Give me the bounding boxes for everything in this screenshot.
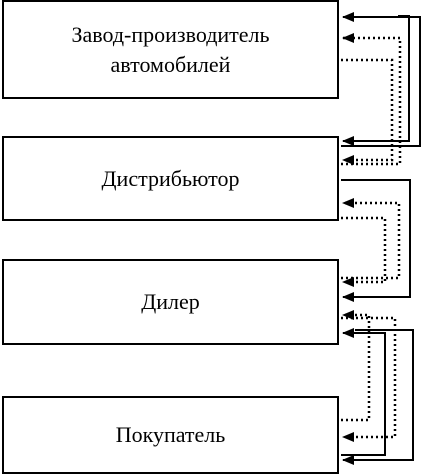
- node-dealer: Дилер: [2, 259, 339, 345]
- node-distributor: Дистрибьютор: [2, 136, 339, 221]
- edge-distributor-to-factory-dotted: [341, 33, 402, 166]
- edge-buyer-to-dealer-solid: [341, 328, 386, 456]
- edge-dealer-to-buyer-dotted: [341, 316, 397, 442]
- node-factory-label-line2: автомобилей: [110, 51, 231, 77]
- node-buyer-label: Покупатель: [115, 422, 226, 447]
- node-distributor-label: Дистрибьютор: [101, 165, 240, 191]
- edge-distributor-to-dealer-solid: [341, 179, 411, 302]
- edge-distributor-to-dealer-dotted: [341, 216, 387, 287]
- node-factory-label-line1: Завод-производитель: [71, 21, 270, 47]
- edge-factory-to-distributor-solid: [342, 15, 410, 146]
- edge-dealer-to-buyer-solid: [342, 329, 414, 465]
- node-buyer: Покупатель: [2, 396, 339, 474]
- edge-dealer-to-distributor-dotted: [341, 198, 401, 280]
- edge-factory-to-distributor-dotted: [341, 58, 394, 165]
- node-dealer-label: Дилер: [141, 289, 200, 314]
- node-factory: Завод-производитель автомобилей: [2, 0, 339, 99]
- edge-buyer-to-dealer-dotted: [341, 310, 371, 422]
- edge-distributor-to-factory-solid: [341, 12, 421, 147]
